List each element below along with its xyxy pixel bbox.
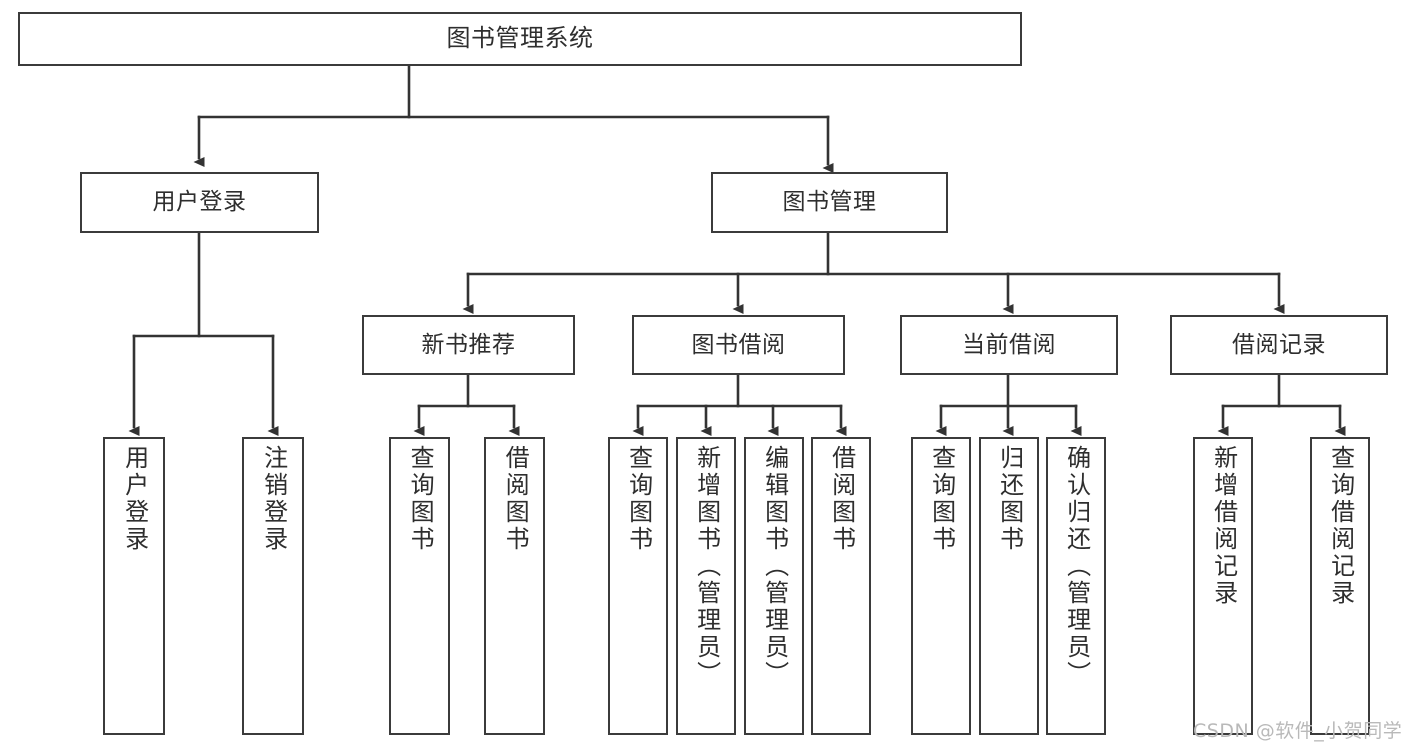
leaf-borrow-book-2-label: 借阅图书 — [827, 445, 856, 553]
leaf-query-book-1-label: 查询图书 — [406, 445, 435, 553]
leaf-user-login-label: 用户登录 — [120, 445, 149, 553]
node-book-manage[interactable]: 图书管理 — [711, 172, 948, 233]
node-user-login-label: 用户登录 — [152, 189, 247, 216]
node-book-manage-label: 图书管理 — [782, 189, 877, 216]
node-borrow-record-label: 借阅记录 — [1232, 331, 1326, 358]
node-current-borrow[interactable]: 当前借阅 — [900, 315, 1118, 375]
leaf-add-book-label: 新增图书（管理员） — [692, 445, 721, 688]
leaf-query-record-label: 查询借阅记录 — [1326, 445, 1355, 607]
leaf-add-book[interactable]: 新增图书（管理员） — [676, 437, 736, 735]
csdn-watermark: CSDN @软件_小贺同学 — [1193, 720, 1403, 742]
leaf-query-book-3[interactable]: 查询图书 — [911, 437, 971, 735]
node-root[interactable]: 图书管理系统 — [18, 12, 1022, 66]
leaf-edit-book[interactable]: 编辑图书（管理员） — [744, 437, 804, 735]
leaf-return-book[interactable]: 归还图书 — [979, 437, 1039, 735]
node-book-borrow-label: 图书借阅 — [691, 331, 786, 358]
node-user-login[interactable]: 用户登录 — [80, 172, 319, 233]
leaf-return-book-label: 归还图书 — [995, 445, 1024, 553]
node-book-borrow[interactable]: 图书借阅 — [632, 315, 845, 375]
node-new-book-rec[interactable]: 新书推荐 — [362, 315, 575, 375]
leaf-confirm-return-label: 确认归还（管理员） — [1062, 445, 1091, 688]
leaf-query-book-3-label: 查询图书 — [927, 445, 956, 553]
leaf-confirm-return[interactable]: 确认归还（管理员） — [1046, 437, 1106, 735]
node-current-borrow-label: 当前借阅 — [962, 331, 1056, 358]
leaf-user-logout[interactable]: 注销登录 — [242, 437, 304, 735]
node-root-label: 图书管理系统 — [446, 24, 594, 53]
leaf-query-book-1[interactable]: 查询图书 — [389, 437, 450, 735]
leaf-edit-book-label: 编辑图书（管理员） — [760, 445, 789, 688]
leaf-user-login[interactable]: 用户登录 — [103, 437, 165, 735]
leaf-query-record[interactable]: 查询借阅记录 — [1310, 437, 1370, 735]
leaf-add-record[interactable]: 新增借阅记录 — [1193, 437, 1253, 735]
leaf-query-book-2-label: 查询图书 — [624, 445, 653, 553]
node-borrow-record[interactable]: 借阅记录 — [1170, 315, 1388, 375]
leaf-query-book-2[interactable]: 查询图书 — [608, 437, 668, 735]
leaf-add-record-label: 新增借阅记录 — [1209, 445, 1238, 607]
leaf-borrow-book-1-label: 借阅图书 — [501, 445, 530, 553]
node-new-book-rec-label: 新书推荐 — [421, 331, 516, 358]
leaf-borrow-book-1[interactable]: 借阅图书 — [484, 437, 545, 735]
leaf-user-logout-label: 注销登录 — [259, 445, 288, 553]
leaf-borrow-book-2[interactable]: 借阅图书 — [811, 437, 871, 735]
